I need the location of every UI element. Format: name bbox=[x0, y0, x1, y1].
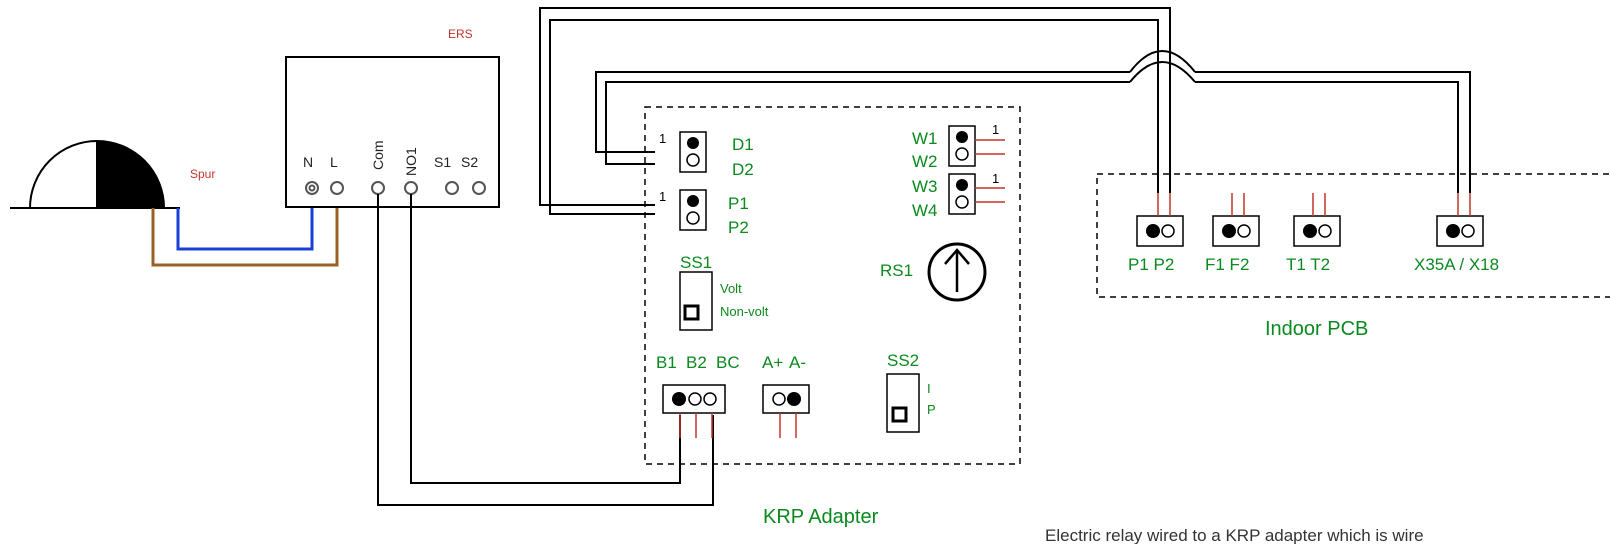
krp-label-ss1: SS1 bbox=[680, 253, 712, 272]
krp-label-b2: B2 bbox=[686, 353, 707, 372]
indoor-connector-x35a bbox=[1436, 193, 1484, 247]
neutral-wire bbox=[176, 190, 314, 251]
krp-label-p1: P1 bbox=[728, 194, 749, 213]
indoor-connector-t1t2 bbox=[1293, 193, 1341, 247]
krp-label-w4: W4 bbox=[912, 201, 938, 220]
spur-label: Spur bbox=[190, 167, 215, 181]
krp-pin-1-w12: 1 bbox=[992, 122, 999, 137]
ers-terminal-l: L bbox=[330, 154, 338, 170]
spur-symbol bbox=[10, 139, 180, 209]
krp-label-w3: W3 bbox=[912, 177, 938, 196]
krp-label-w1: W1 bbox=[912, 129, 938, 148]
krp-connector-b bbox=[662, 384, 726, 438]
indoor-connector-f1f2 bbox=[1212, 193, 1260, 247]
indoor-connector-p1p2 bbox=[1136, 193, 1184, 247]
live-wire bbox=[151, 190, 339, 267]
ers-terminal-n: N bbox=[303, 154, 313, 170]
krp-adapter-box bbox=[644, 106, 1021, 465]
krp-label-p2: P2 bbox=[728, 218, 749, 237]
indoor-pcb-title: Indoor PCB bbox=[1265, 318, 1368, 340]
krp-label-aplus: A+ bbox=[762, 353, 783, 372]
indoor-label-p1p2: P1 P2 bbox=[1128, 255, 1174, 274]
krp-label-aminus: A- bbox=[789, 353, 806, 372]
krp-connector-p bbox=[679, 189, 707, 231]
krp-label-volt: Volt bbox=[720, 281, 742, 296]
krp-label-rs1: RS1 bbox=[880, 261, 913, 280]
bus-wires bbox=[539, 7, 1471, 215]
ers-terminal-screws bbox=[305, 181, 486, 195]
krp-connector-w12 bbox=[948, 125, 1005, 167]
krp-pin-1-p: 1 bbox=[659, 189, 666, 204]
no1-wire bbox=[410, 194, 681, 484]
indoor-pcb-box bbox=[1096, 173, 1610, 298]
krp-connector-w34 bbox=[948, 173, 1005, 215]
krp-label-b1: B1 bbox=[656, 353, 677, 372]
krp-label-d2: D2 bbox=[732, 160, 754, 179]
krp-label-ss2-p: P bbox=[927, 402, 936, 417]
krp-connector-a bbox=[762, 384, 810, 438]
indoor-label-t1t2: T1 T2 bbox=[1286, 255, 1330, 274]
ers-terminal-no1: NO1 bbox=[403, 147, 419, 176]
krp-label-d1: D1 bbox=[732, 135, 754, 154]
krp-pin-1-d: 1 bbox=[659, 131, 666, 146]
indoor-label-x35a: X35A / X18 bbox=[1414, 255, 1499, 274]
krp-label-w2: W2 bbox=[912, 152, 938, 171]
ers-terminal-s1: S1 bbox=[434, 154, 451, 170]
diagram-caption: Electric relay wired to a KRP adapter wh… bbox=[1045, 526, 1424, 544]
krp-label-bc: BC bbox=[716, 353, 740, 372]
ers-box bbox=[285, 56, 500, 208]
rotary-switch-icon bbox=[927, 242, 987, 302]
krp-adapter-title: KRP Adapter bbox=[763, 506, 879, 528]
krp-label-ss2: SS2 bbox=[887, 351, 919, 370]
krp-connector-d bbox=[679, 131, 707, 173]
ss1-switch bbox=[679, 271, 713, 331]
ss2-switch bbox=[886, 373, 920, 433]
ers-title: ERS bbox=[448, 27, 473, 41]
krp-pin-1-w34: 1 bbox=[992, 171, 999, 186]
krp-label-nonvolt: Non-volt bbox=[720, 304, 769, 319]
indoor-label-f1f2: F1 F2 bbox=[1205, 255, 1249, 274]
com-wire bbox=[377, 194, 714, 506]
ers-terminal-com: Com bbox=[370, 140, 386, 170]
ers-terminal-s2: S2 bbox=[461, 154, 478, 170]
krp-label-ss2-i: I bbox=[927, 381, 931, 396]
